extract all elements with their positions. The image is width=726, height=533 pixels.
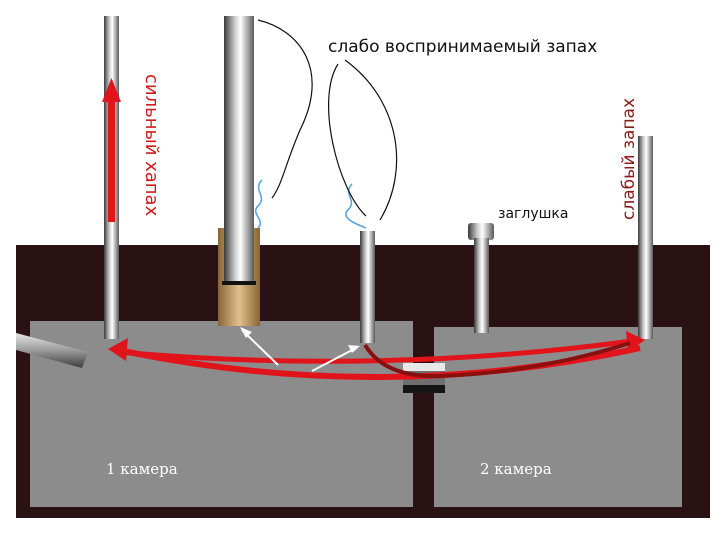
inlet-pipe [16, 333, 88, 368]
wide-pipe-end [222, 281, 256, 285]
leader-line [327, 63, 367, 217]
chamber-2 [434, 327, 682, 507]
overflow-pipe-end [403, 363, 445, 371]
wide-vent-pipe [224, 16, 254, 284]
plug-pipe [474, 238, 489, 333]
strong-draft-arrowhead [102, 78, 121, 102]
steam-icon [254, 179, 263, 229]
arrowhead-right [626, 331, 645, 352]
arrowhead-left [108, 338, 128, 361]
pointer-arrow-pipe [311, 347, 357, 372]
strong-draft-arrow-shaft [108, 98, 115, 222]
chamber2-label: 2 камера [480, 460, 552, 478]
pointer-arrowhead-pipe [348, 345, 360, 353]
plug-label: заглушка [498, 206, 568, 222]
strong-smell-label: сильный хапах [141, 74, 162, 217]
overflow-pipe-collar [403, 385, 445, 393]
pointer-arrowhead-sleeve [240, 327, 252, 338]
faint-smell-label: слабо воспринимаемый запах [328, 37, 597, 57]
leader-line [344, 59, 398, 221]
dark-airflow-arrow [363, 341, 631, 379]
weak-smell-label: слабый запах [619, 98, 639, 220]
short-vent-pipe [360, 231, 375, 343]
plug-cap [468, 223, 494, 240]
leader-line [257, 19, 313, 199]
vent-pipe-right [638, 136, 653, 339]
chamber1-label: 1 камера [106, 460, 178, 478]
